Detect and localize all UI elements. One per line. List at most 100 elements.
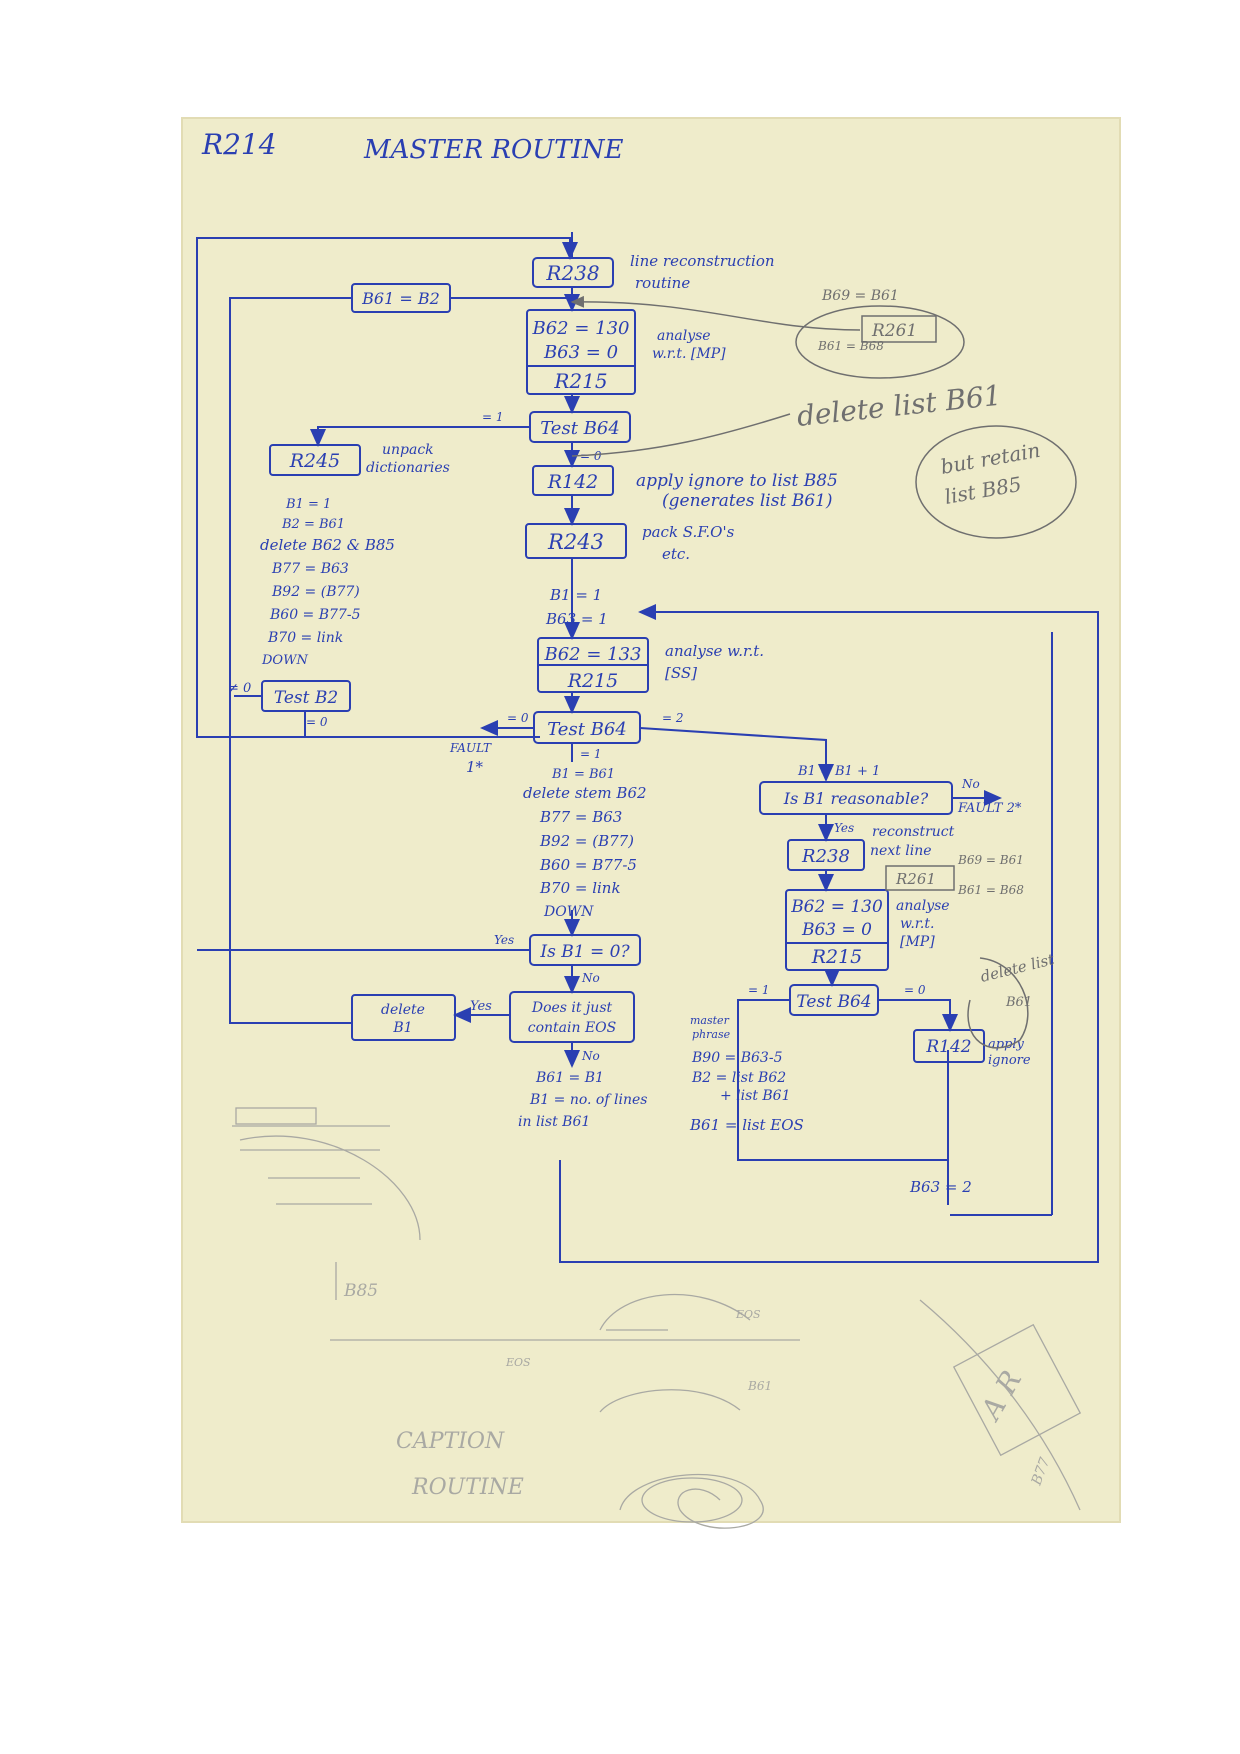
- box-test-b64-a: [529, 411, 631, 443]
- note-apply-ignore2-l2: ignore: [988, 1053, 1031, 1068]
- assign-center-6: DOWN: [543, 904, 594, 920]
- sketch-eos-a: EOS: [505, 1356, 531, 1369]
- label-r238-top: R238: [545, 261, 599, 285]
- box-r243: [525, 523, 627, 559]
- fault-1-l2: 1*: [466, 758, 484, 776]
- label-r245: R245: [289, 450, 341, 472]
- label-test-b64-a: Test B64: [540, 418, 620, 439]
- box-r238-top: [532, 257, 614, 288]
- assign-center-5: B70 = link: [539, 879, 621, 897]
- branch-eq1-c: = 1: [748, 983, 770, 997]
- branch-eq1-b: = 1: [580, 747, 602, 761]
- assign-after-no-0: B61 = B1: [535, 1070, 604, 1086]
- note-analyse-ss-l1: analyse w.r.t.: [665, 642, 764, 660]
- label-r215-b: R215: [567, 670, 619, 692]
- note-analyse-mp-l1: analyse: [657, 328, 711, 344]
- pencil-box-r261-a: [861, 315, 937, 343]
- note-master-phrase-l2: phrase: [692, 1028, 731, 1041]
- box-b62-group-a: [526, 309, 636, 395]
- assign-pre-loop-1: B63 = 1: [545, 610, 608, 628]
- assign-left-0: B1 = 1: [285, 497, 331, 512]
- box-b61-b2: [351, 283, 451, 313]
- note-apply-ignore-l2: (generates list B61): [662, 491, 832, 511]
- assign-left-3: B77 = B63: [271, 561, 349, 577]
- paper-sheet: [181, 117, 1121, 1523]
- assign-b1-inc: B1 = B1 + 1: [797, 764, 880, 779]
- branch-eq0-b: = 0: [306, 715, 328, 729]
- assign-left-1: B2 = B61: [281, 517, 345, 532]
- note-apply-ignore2-l1: apply: [988, 1037, 1025, 1052]
- box-test-b64-c: [789, 984, 879, 1016]
- branch-eq0-d: = 0: [904, 983, 926, 997]
- fault-2: FAULT 2*: [957, 801, 1022, 816]
- box-test-b2: [261, 680, 351, 712]
- assign-center-3: B92 = (B77): [539, 832, 634, 850]
- pencil-arrow-r261: [570, 295, 861, 331]
- label-delete-b1-l2: B1: [392, 1020, 412, 1036]
- branch-yes-c: Yes: [470, 999, 492, 1014]
- label-b62-133: B62 = 133: [543, 644, 641, 665]
- pencil-oval-delete2: [967, 957, 1029, 1049]
- branch-eq1-a: = 1: [482, 410, 504, 424]
- box-contains-eos: [509, 991, 635, 1043]
- label-b1-reasonable: Is B1 reasonable?: [783, 789, 929, 808]
- pencil-note-b61-b68-b: B61 = B68: [957, 883, 1024, 897]
- assign-center-4: B60 = B77-5: [539, 856, 637, 874]
- assign-center-1: delete stem B62: [523, 784, 647, 802]
- assign-after-no-2: in list B61: [518, 1114, 590, 1130]
- box-test-b64-b: [533, 711, 641, 744]
- sketch-curve-left: [239, 1135, 421, 1241]
- connector-testc-eq0: [878, 999, 958, 1032]
- note-analyse-mp2-l3: [MP]: [900, 934, 935, 950]
- assign-after-no-1: B1 = no. of lines: [529, 1092, 647, 1108]
- assign-left-6: B70 = link: [267, 630, 343, 646]
- branch-yes-a: Yes: [834, 821, 854, 835]
- pencil-note-b61-b68-a: B61 = B68: [817, 339, 884, 353]
- label-b61-b2: B61 = B2: [361, 289, 440, 308]
- assign-left-2: delete B62 & B85: [260, 536, 395, 554]
- sketch-box-ar: [952, 1323, 1082, 1457]
- branch-eq2: = 2: [662, 711, 684, 725]
- sketch-arc-middle: [599, 1293, 751, 1331]
- label-delete-b1-l1: delete: [381, 1002, 425, 1018]
- label-contains-eos-l1: Does it just: [531, 1000, 613, 1016]
- note-reconstruct-l2: next line: [870, 843, 932, 859]
- assign-pre-loop-0: B1 = 1: [549, 586, 602, 604]
- sketch-caption-l1: CAPTION: [396, 1429, 505, 1454]
- pencil-oval-r261: [795, 305, 965, 379]
- label-b63-0-a: B63 = 0: [543, 342, 618, 363]
- sketch-b61: B61: [747, 1379, 772, 1393]
- assign-b63-2: B63 = 2: [909, 1178, 972, 1196]
- assign-left-4: B92 = (B77): [271, 584, 360, 600]
- connector-b61-b2-left: [229, 297, 352, 1024]
- pencil-oval-retain: [915, 425, 1077, 539]
- pencil-label-r261-b: R261: [895, 870, 936, 888]
- label-b62-130-b: B62 = 130: [790, 897, 883, 917]
- label-test-b2: Test B2: [274, 688, 338, 708]
- note-reconstruct-l1: reconstruct: [872, 824, 955, 840]
- note-pack-sfo-l1: pack S.F.O's: [642, 523, 735, 541]
- pencil-note-b69-b61-b: B69 = B61: [957, 853, 1024, 867]
- branch-no-a: No: [961, 777, 980, 791]
- sketch-caption-l2: ROUTINE: [411, 1475, 524, 1500]
- assign-phrase-0: B90 = B63-5: [691, 1050, 783, 1066]
- handwritten-delete-list-b61-2-l2: B61: [1005, 995, 1032, 1010]
- note-line-recon-l1: line reconstruction: [630, 252, 775, 270]
- branch-no-c: No: [581, 1049, 600, 1063]
- note-apply-ignore-l1: apply ignore to list B85: [636, 471, 838, 491]
- assign-center-0: B1 = B61: [551, 767, 615, 782]
- label-r215-a: R215: [553, 369, 607, 393]
- assign-phrase-1: B2 = list B62: [691, 1070, 786, 1086]
- sketch-b85: B85: [343, 1281, 378, 1301]
- title-code: R214: [201, 128, 277, 161]
- branch-no-b: No: [581, 971, 600, 985]
- assign-center-2: B77 = B63: [539, 808, 622, 826]
- branch-eq0-c: = 0: [507, 711, 529, 725]
- title-name: MASTER ROUTINE: [363, 135, 624, 165]
- label-is-b1-0: Is B1 = 0?: [539, 942, 630, 962]
- label-r243: R243: [547, 530, 604, 554]
- assign-phrase-2: + list B61: [720, 1088, 791, 1104]
- note-analyse-mp2-l2: w.r.t.: [900, 916, 934, 932]
- sketch-arc-lower: [599, 1389, 741, 1413]
